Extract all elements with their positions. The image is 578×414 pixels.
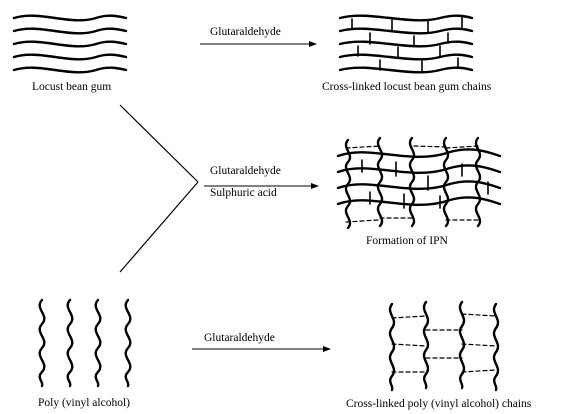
locust-bean-gum-label: Locust bean gum [32, 82, 111, 94]
top-reagent-label: Glutaraldehyde [210, 27, 281, 39]
ipn-network [338, 138, 500, 228]
converging-lines [120, 105, 198, 272]
pva-chains [40, 300, 131, 386]
crosslinked-pva-chains [390, 302, 498, 390]
middle-reagent-2-label: Sulphuric acid [210, 188, 277, 200]
locust-bean-gum-chains [14, 16, 126, 73]
crosslinked-pva-label: Cross-linked poly (vinyl alcohol) chains [346, 399, 531, 411]
crosslinked-lbg-label: Cross-linked locust bean gum chains [322, 82, 491, 94]
crosslinked-lbg-chains [340, 16, 472, 73]
ipn-label: Formation of IPN [366, 236, 448, 248]
bottom-reagent-label: Glutaraldehyde [204, 333, 275, 345]
pva-label: Poly (vinyl alcohol) [38, 398, 130, 410]
middle-reagent-1-label: Glutaraldehyde [210, 166, 281, 178]
